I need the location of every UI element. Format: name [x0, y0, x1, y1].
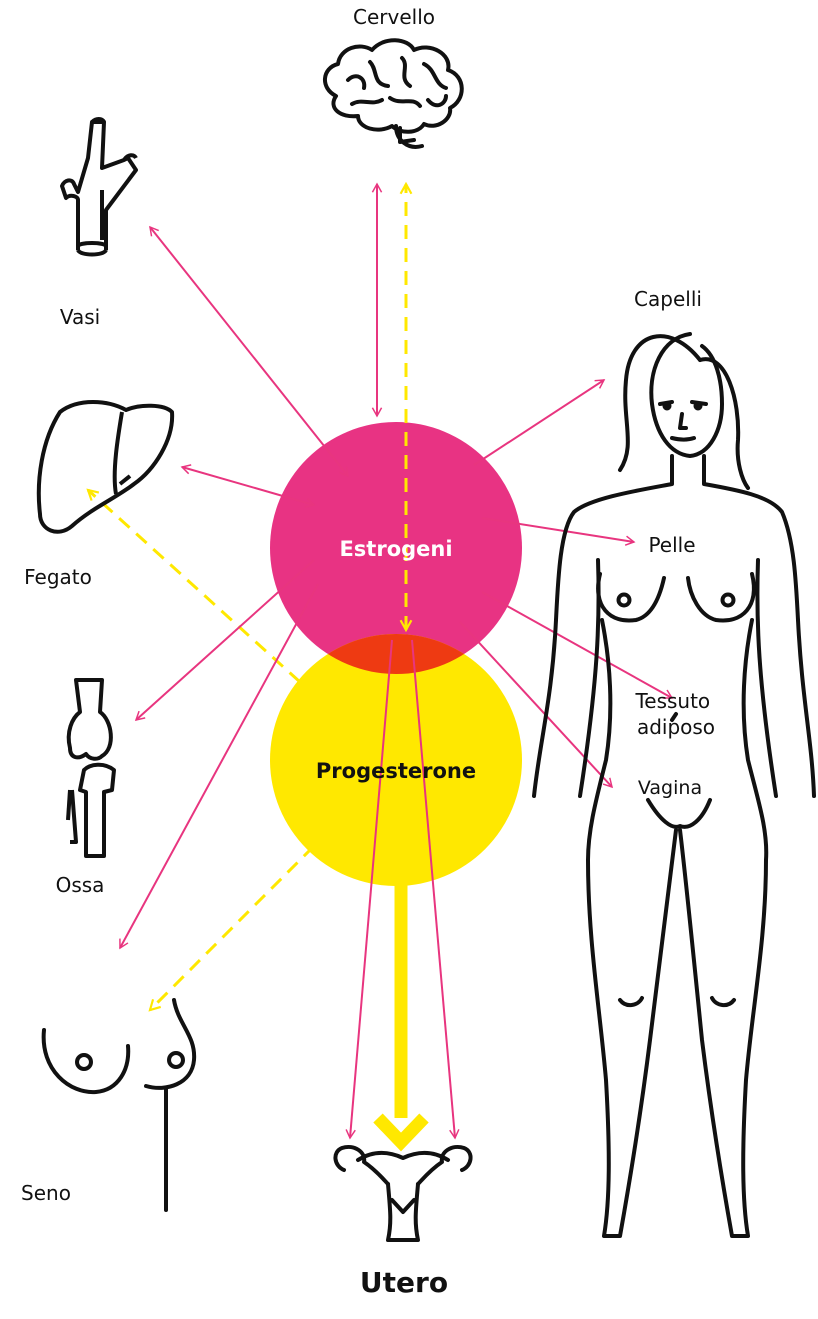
label-vagina: Vagina: [638, 777, 702, 799]
label-brain: Cervello: [353, 5, 435, 29]
label-bones: Ossa: [56, 873, 105, 897]
label-uterus: Utero: [360, 1266, 448, 1299]
arrow-progesterone-uterus-head: [378, 1118, 424, 1142]
vessels-icon: [62, 119, 136, 255]
breast-icon: [44, 1000, 195, 1210]
label-vessels: Vasi: [60, 305, 100, 329]
label-liver: Fegato: [24, 565, 92, 589]
uterus-icon: [335, 1147, 470, 1240]
arrow-estrogen-adipose: [482, 592, 672, 698]
liver-icon: [39, 402, 172, 532]
bones-icon: [68, 680, 114, 856]
arrow-estrogen-hair: [474, 380, 604, 465]
arrow-estrogen-vessels: [150, 227, 348, 476]
label-breast: Seno: [21, 1181, 71, 1205]
estrogen-label: Estrogeni: [339, 537, 452, 561]
arrow-progesterone-breast: [150, 830, 330, 1010]
label-skin: Pelle: [648, 533, 695, 557]
label-hair: Capelli: [634, 287, 702, 311]
progesterone-label: Progesterone: [316, 759, 476, 783]
arrow-progesterone-liver: [88, 490, 300, 682]
brain-icon: [325, 40, 462, 147]
